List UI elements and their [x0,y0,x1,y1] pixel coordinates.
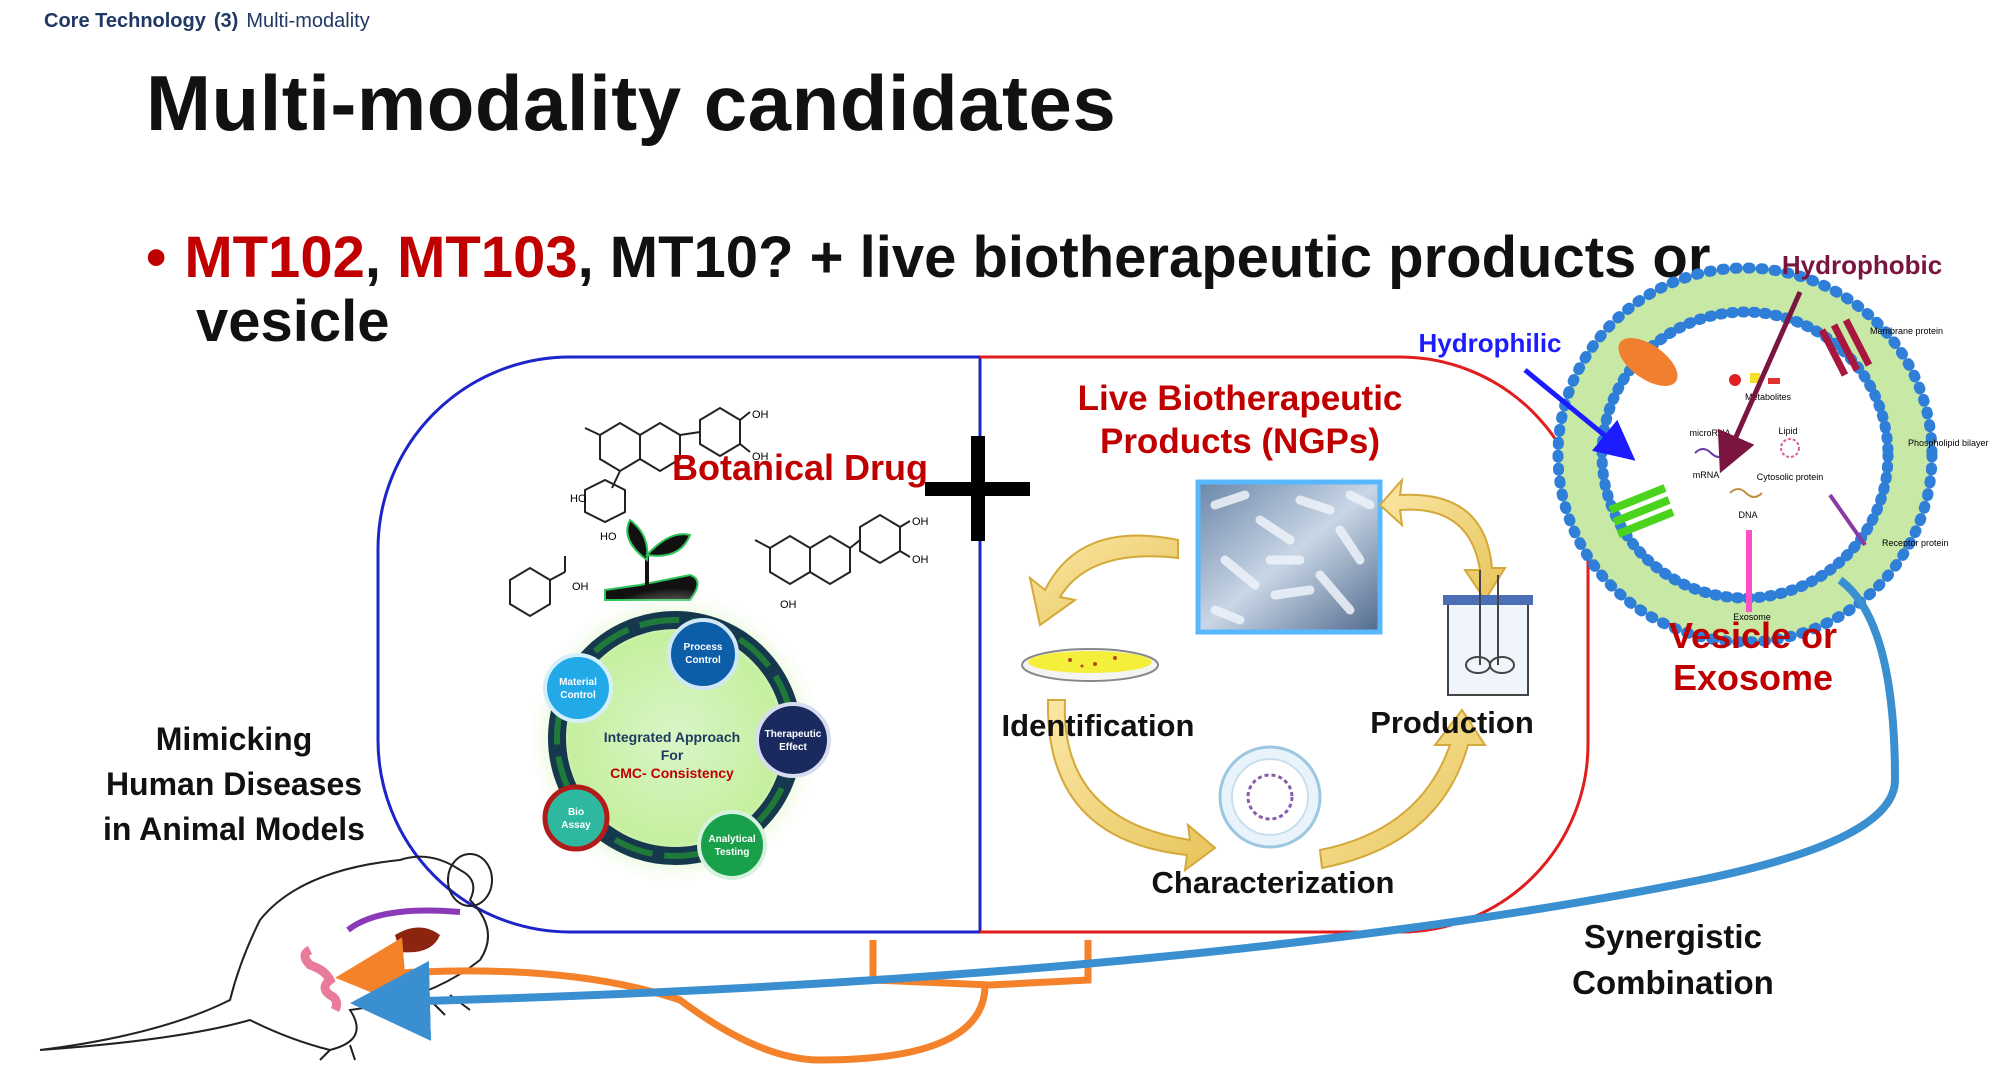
ho-label: HO [600,531,617,543]
node-label: Control [560,690,596,701]
microrna-label: microRNA [1689,428,1730,438]
node-label: Process [684,642,723,653]
node-label: Analytical [708,834,755,845]
culture-plate-icon [1218,745,1322,849]
cycle-arrow-top-left [1028,534,1179,627]
animal-label-line1: Mimicking [156,721,312,757]
vesicle-label-line1: Vesicle or [1669,615,1837,656]
node-label: Material [559,677,597,688]
metabolites-label: Metabolites [1745,392,1792,402]
intestine-icon [300,945,342,1013]
breadcrumb-section: Core Technology [44,10,206,32]
mouse-illustration [39,853,493,1061]
ho-label: HO [570,493,587,505]
step-identification: Identification [1002,708,1195,743]
lbp-label-line2: Products (NGPs) [1100,422,1380,461]
oh-label: OH [780,599,797,611]
step-production: Production [1370,705,1534,740]
lipid-label: Lipid [1778,426,1797,436]
oh-label: OH [572,581,589,593]
animal-label-line3: in Animal Models [103,811,365,847]
botanical-drug-label: Botanical Drug [672,447,928,488]
oh-label: OH [752,409,769,421]
node-label: Control [685,655,721,666]
hydrophilic-label: Hydrophilic [1418,328,1561,358]
node-analytical-testing: Analytical Testing [697,810,767,880]
cycle-arrow-top-right [1378,476,1507,602]
hydrophobic-label: Hydrophobic [1782,250,1942,280]
flavonoid-molecule-right [754,513,911,586]
breadcrumb-number: (3) [213,10,239,32]
cycle-center-line2: For [661,747,684,763]
node-process-control: Process Control [667,618,739,690]
page-title: Multi-modality candidates [146,59,1117,147]
mrna-label: mRNA [1693,470,1720,480]
bullet-mt102: MT102 [184,225,365,290]
node-label: Testing [715,847,750,858]
membrane-protein-label: Membrane protein [1870,326,1943,336]
bullet-rest: , MT10? + live biotherapeutic products o… [577,225,1711,290]
phospholipid-label: Phospholipid bilayer [1908,438,1989,448]
exosome-small-label: Exosome [1733,612,1771,622]
hydrophobic-arrow [1717,290,1803,474]
receptor-protein-label: Receptor protein [1882,538,1949,548]
synergy-label-line2: Combination [1572,964,1774,1001]
oh-label: OH [912,516,929,528]
node-therapeutic-effect: Therapeutic Effect [755,702,831,778]
vesicle-label-line2: Exosome [1673,657,1833,698]
botanical-drug-label-text: Botanical Drug [672,447,928,488]
bullet-dot: • [146,225,167,290]
cytosolic-protein-label: Cytosolic protein [1757,472,1824,482]
breadcrumb: Core Technology (3) Multi-modality [44,10,370,33]
node-material-control: Material Control [543,653,613,723]
petri-dish-icon [1021,648,1159,682]
bioreactor-icon [1443,570,1533,696]
step-characterization: Characterization [1152,865,1395,900]
node-label: Bio [568,807,584,818]
flavonoid-molecule-top [584,406,751,524]
right-capsule-border [980,355,1590,934]
node-label: Therapeutic [765,729,822,740]
hydrophilic-arrow [1523,368,1636,461]
breadcrumb-topic: Multi-modality [246,10,370,32]
gut-brain-arrow [346,907,461,933]
node-label: Assay [561,820,591,831]
vesicle-diagram [1552,262,1938,648]
dna-label: DNA [1738,510,1757,520]
orange-arrow-to-mouse [335,937,989,1064]
lbp-label-line1: Live Biotherapeutic [1078,379,1403,418]
cycle-arrow-bottom-right [1318,708,1487,870]
bullet-line2: vesicle [196,289,390,354]
oh-label: OH [912,554,929,566]
left-capsule-border [376,355,982,934]
liver-icon [395,927,440,953]
bullet-point: • MT102, MT103, MT10? + live biotherapeut… [146,226,1766,354]
synergy-label-line1: Synergistic [1584,918,1762,955]
plant-in-hand-icon [604,518,699,601]
node-bio-assay: Bio Assay [542,784,610,852]
cycle-center-line1: Integrated Approach [604,729,740,745]
benzoic-acid-molecule [509,556,566,618]
bullet-sep: , [364,225,398,290]
cycle-center-line3: CMC- Consistency [610,765,734,781]
plus-sign [925,436,1030,541]
blue-arrow-synergy [350,576,1900,1041]
node-label: Effect [779,742,807,753]
animal-label-line2: Human Diseases [106,766,362,802]
oh-label: OH [752,451,769,463]
cycle-arrow-left-bottom [1046,699,1217,873]
sem-bacteria-image [1195,479,1383,635]
bullet-mt103: MT103 [397,225,578,290]
